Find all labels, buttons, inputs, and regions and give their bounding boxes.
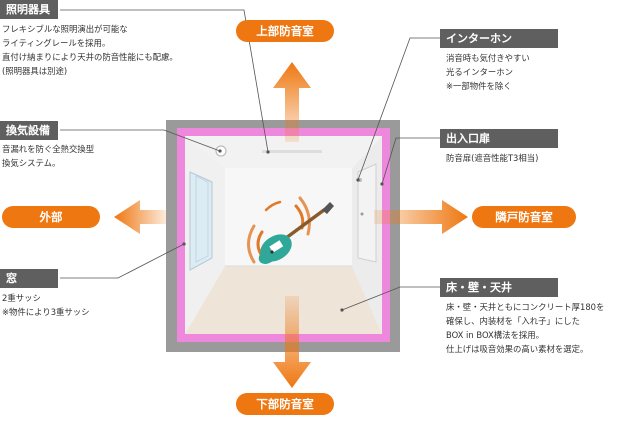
leader-structure <box>341 286 440 311</box>
room-floor <box>185 266 382 334</box>
soundproof-door <box>357 163 377 263</box>
lighting-rail <box>262 150 322 153</box>
arrow-down <box>273 296 311 388</box>
callout-structure-title: 床・壁・天井 <box>440 278 558 297</box>
electric-guitar-icon <box>258 202 334 264</box>
leader-door <box>381 137 440 185</box>
leader-lighting <box>60 9 269 153</box>
arrow-left <box>114 200 166 234</box>
callout-door-text: 防音扉(遮音性能T3相当) <box>446 153 539 163</box>
callout-ventilation-text: 音漏れを防ぐ全熱交換型 換気システム。 <box>2 144 95 168</box>
callout-lighting-title: 照明器具 <box>0 0 58 19</box>
arrow-up <box>273 62 311 142</box>
callout-intercom-title: インターホン <box>440 29 558 48</box>
double-window <box>189 171 213 271</box>
leader-intercom <box>357 37 440 181</box>
direction-bottom-label: 下部防音室 <box>236 393 334 415</box>
arrow-right <box>374 200 468 234</box>
callout-ventilation-title: 換気設備 <box>0 121 58 140</box>
callout-window-title: 窓 <box>0 269 58 288</box>
direction-right-label: 隣戸防音室 <box>472 206 576 228</box>
direction-top-label: 上部防音室 <box>236 20 334 42</box>
leader-ventilation <box>60 129 221 152</box>
direction-left-label: 外部 <box>2 206 100 228</box>
leader-window <box>60 243 185 279</box>
callout-window-text: 2重サッシ ※物件により3重サッシ <box>2 293 90 317</box>
callout-lighting-text: フレキシブルな照明演出が可能な ライティングレールを採用。 直付け納まりにより天… <box>2 24 178 76</box>
callout-door-title: 出入口扉 <box>440 129 558 148</box>
callout-structure-text: 床・壁・天井ともにコンクリート厚180を 確保し、内装材を「入れ子」にした BO… <box>446 302 605 354</box>
callout-intercom-text: 消音時も気付きやすい 光るインターホン ※一部物件を除く <box>446 53 530 91</box>
